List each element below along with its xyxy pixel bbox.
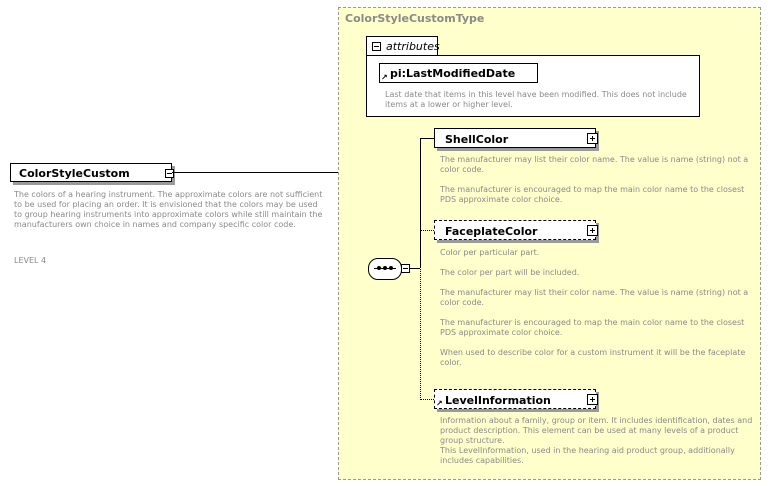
- children-trunk-dotted: [420, 230, 421, 400]
- faceplatecolor-branch-line: [420, 230, 434, 231]
- attribute-last-modified-date[interactable]: pi:LastModifiedDate ↗: [379, 63, 538, 83]
- attributes-tab[interactable]: attributes: [366, 36, 440, 56]
- children-trunk-solid: [420, 138, 421, 268]
- element-label: ShellColor: [445, 133, 509, 146]
- collapse-icon[interactable]: [165, 169, 174, 178]
- root-element-label: ColorStyleCustom: [19, 167, 130, 180]
- element-levelinformation[interactable]: LevelInformation ↗: [434, 389, 598, 409]
- shellcolor-description: The manufacturer may list their color na…: [440, 155, 749, 204]
- sequence-dot-2: [383, 266, 387, 270]
- faceplatecolor-description: Color per particular part. The color per…: [440, 248, 749, 367]
- collapse-icon[interactable]: [372, 42, 381, 51]
- element-faceplatecolor[interactable]: FaceplateColor: [434, 220, 598, 240]
- attribute-description: Last date that items in this level have …: [385, 90, 687, 109]
- sequence-out-line: [410, 268, 420, 269]
- reference-arrow-icon: ↗: [436, 399, 443, 408]
- attribute-label: pi:LastModifiedDate: [390, 67, 516, 80]
- element-label: FaceplateColor: [445, 225, 538, 238]
- expand-icon[interactable]: [587, 225, 598, 236]
- levelinformation-description: Information about a family, group or ite…: [440, 416, 753, 465]
- expand-icon[interactable]: [587, 133, 598, 144]
- levelinformation-branch-line: [420, 399, 434, 400]
- element-shellcolor[interactable]: ShellColor: [434, 128, 598, 148]
- collapse-icon[interactable]: [401, 264, 410, 273]
- attributes-label: attributes: [386, 40, 440, 53]
- sequence-dot-3: [389, 266, 393, 270]
- element-label: LevelInformation: [445, 394, 551, 407]
- root-element-level: LEVEL 4: [14, 256, 47, 265]
- sequence-dot-1: [377, 266, 381, 270]
- reference-arrow-icon: ↗: [381, 73, 388, 82]
- shellcolor-branch-line: [420, 138, 434, 139]
- complex-type-title: ColorStyleCustomType: [345, 12, 485, 25]
- expand-icon[interactable]: [587, 394, 598, 405]
- root-element-description: The colors of a hearing instrument. The …: [14, 190, 323, 229]
- root-element-box[interactable]: ColorStyleCustom: [10, 163, 174, 182]
- root-connector-line: [172, 172, 350, 173]
